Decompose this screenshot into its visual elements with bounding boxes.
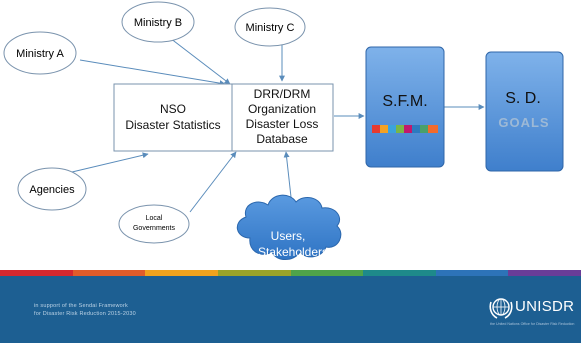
footer-line-2: for Disaster Risk Reduction 2015-2030 bbox=[34, 311, 136, 317]
drr-label-line3: Disaster Loss bbox=[246, 117, 319, 131]
sd-label: S. D. bbox=[505, 90, 541, 107]
sendai-framework-banner-icon bbox=[372, 125, 438, 133]
sfm-label: S.F.M. bbox=[382, 93, 427, 110]
footer-band: in support of the Sendai Framework for D… bbox=[0, 276, 581, 343]
nso-label-line1: NSO bbox=[160, 102, 186, 116]
unisdr-wordmark: UNISDR bbox=[515, 298, 575, 315]
sfm-box: S.F.M. bbox=[365, 46, 445, 168]
arrow-local-governments bbox=[189, 151, 237, 213]
arrow-ministry-b bbox=[169, 37, 231, 85]
ministry-b-label: Ministry B bbox=[134, 17, 182, 29]
node-ministry-a: Ministry A bbox=[3, 31, 77, 75]
local-governments-label-line1: Local bbox=[146, 215, 163, 222]
local-governments-label-line2: Governments bbox=[133, 225, 176, 232]
ministry-c-label: Ministry C bbox=[246, 22, 295, 34]
drr-label-line1: DRR/DRM bbox=[254, 87, 311, 101]
sdg-goals-logo: GOALS bbox=[498, 115, 549, 130]
unisdr-logo: UNISDR the United Nations Office for Dis… bbox=[488, 294, 574, 328]
arrow-ministry-a bbox=[79, 59, 226, 87]
node-ministry-b: Ministry B bbox=[121, 1, 195, 43]
footer-line-1: in support of the Sendai Framework bbox=[34, 303, 128, 309]
users-label-line2: Stakeholders bbox=[258, 245, 328, 259]
users-label-line1: Users, bbox=[271, 229, 306, 243]
nso-label-line2: Disaster Statistics bbox=[125, 118, 220, 132]
rainbow-divider bbox=[0, 270, 581, 276]
arrow-agencies bbox=[71, 152, 149, 173]
drr-label-line2: Organization bbox=[248, 102, 316, 116]
un-emblem-icon bbox=[489, 298, 513, 319]
drr-box: DRR/DRM Organization Disaster Loss Datab… bbox=[231, 83, 334, 152]
node-ministry-c: Ministry C bbox=[234, 7, 306, 47]
nso-box: NSO Disaster Statistics bbox=[113, 83, 233, 152]
node-local-governments: Local Governments bbox=[118, 204, 190, 244]
cloud-users-stakeholders: Users, Stakeholders bbox=[236, 194, 342, 260]
sd-box: S. D. GOALS bbox=[485, 51, 564, 172]
ministry-a-label: Ministry A bbox=[16, 48, 64, 60]
unisdr-tagline: the United Nations Office for Disaster R… bbox=[490, 322, 575, 326]
node-agencies: Agencies bbox=[17, 167, 87, 211]
agencies-label: Agencies bbox=[29, 184, 75, 196]
drr-label-line4: Database bbox=[256, 132, 308, 146]
arrows bbox=[71, 37, 485, 213]
